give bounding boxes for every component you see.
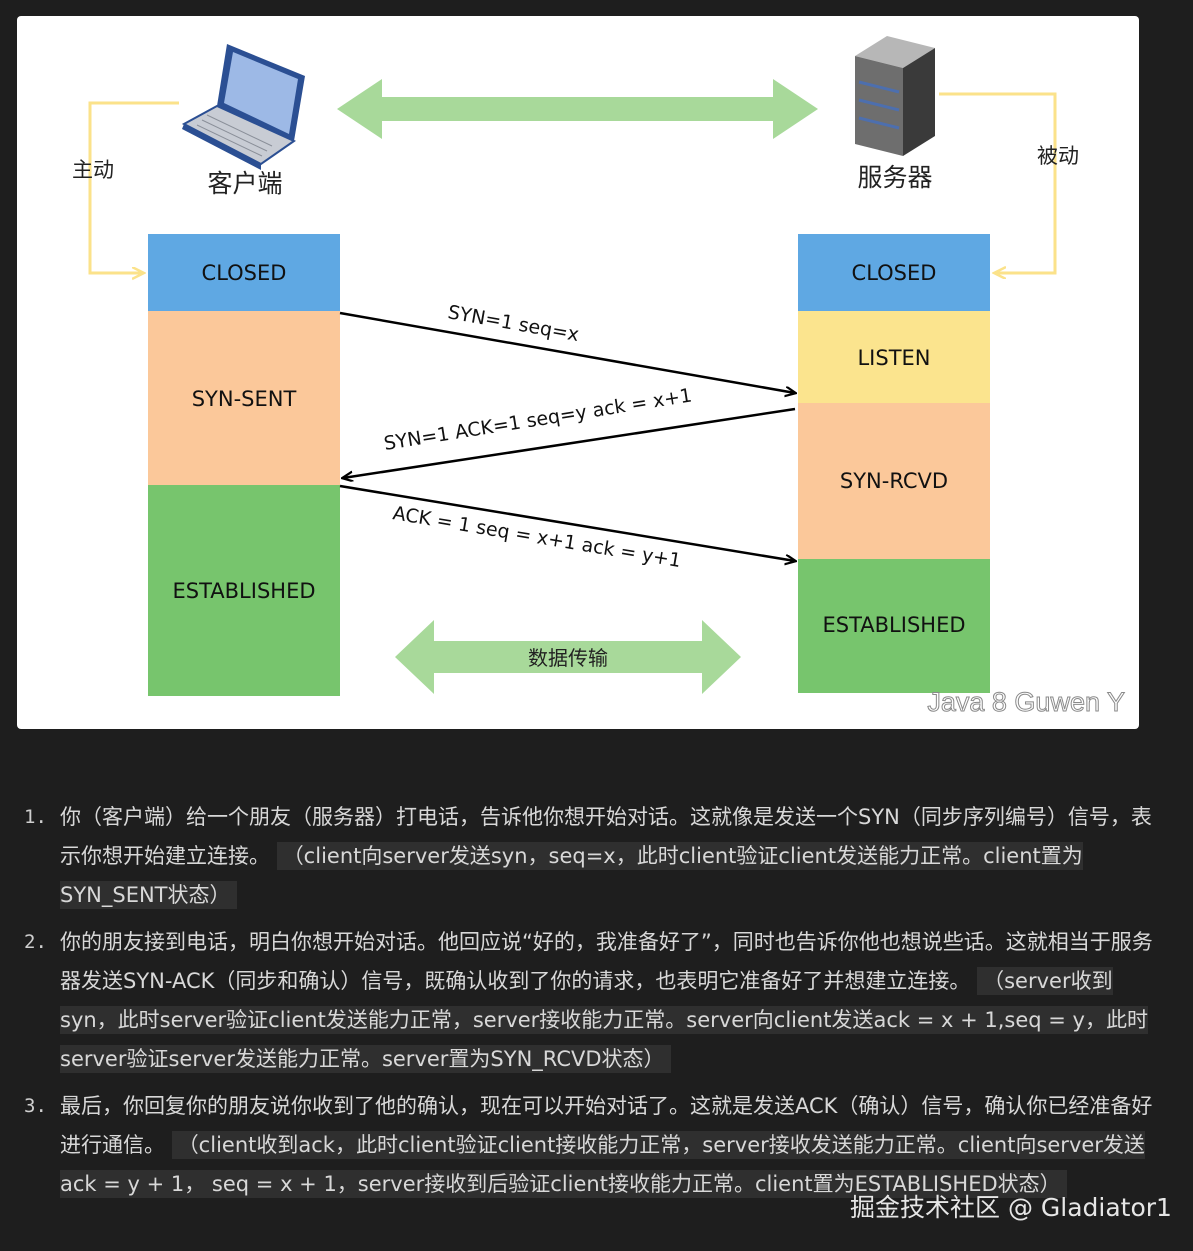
step-text: 你的朋友接到电话，明白你想开始对话。他回应说“好的，我准备好了”，同时也告诉你他… — [60, 930, 1153, 993]
top-double-arrow — [337, 79, 818, 139]
client-label: 客户端 — [207, 169, 282, 198]
server-state-syn-rcvd-box — [798, 403, 990, 559]
ack-arrow — [339, 484, 795, 561]
passive-bracket — [939, 92, 1057, 273]
client-state-established-box — [148, 485, 340, 696]
server-state-listen: LISTEN — [857, 346, 930, 370]
server-state-closed-box — [798, 234, 990, 311]
data-transfer-arrow — [395, 620, 741, 694]
client-state-closed: CLOSED — [202, 261, 287, 285]
active-label: 主动 — [72, 158, 114, 182]
syn-arrow — [339, 311, 795, 393]
list-item: 3. 最后，你回复你的朋友说你收到了他的确认，现在可以开始对话了。这就是发送AC… — [24, 1087, 1154, 1204]
server-label: 服务器 — [857, 163, 932, 192]
server-state-syn-rcvd: SYN-RCVD — [840, 469, 948, 493]
syn-ack-arrow — [343, 407, 796, 478]
watermark: Java 8 Guwen Y — [927, 687, 1125, 717]
step-number: 1. — [24, 806, 47, 828]
step-text: 你（客户端）给一个朋友（服务器）打电话，告诉他你想开始对话。这就像是发送一个SY… — [60, 805, 1152, 868]
laptop-icon — [181, 44, 305, 170]
client-state-established: ESTABLISHED — [172, 579, 315, 603]
tcp-handshake-diagram: 客户端 服务器 主动 被动 CLOSED SYN-SENT ESTABLISHE… — [17, 16, 1139, 729]
list-item: 1. 你（客户端）给一个朋友（服务器）打电话，告诉他你想开始对话。这就像是发送一… — [24, 798, 1154, 915]
client-state-syn-sent: SYN-SENT — [192, 387, 297, 411]
server-state-listen-box — [798, 311, 990, 403]
active-bracket — [88, 101, 179, 273]
server-state-established-box — [798, 559, 990, 693]
diagram-canvas: 客户端 服务器 主动 被动 CLOSED SYN-SENT ESTABLISHE… — [72, 36, 1126, 718]
syn-ack-message: SYN=1 ACK=1 seq=y ack = x+1 — [382, 384, 693, 454]
ack-message: ACK = 1 seq = x+1 ack = y+1 — [391, 502, 682, 572]
step-number: 3. — [24, 1095, 47, 1117]
footer-watermark: 掘金技术社区 @ Gladiator1 — [850, 1193, 1172, 1222]
step-text: 最后，你回复你的朋友说你收到了他的确认，现在可以开始对话了。这就是发送ACK（确… — [60, 1094, 1153, 1157]
list-item: 2. 你的朋友接到电话，明白你想开始对话。他回应说“好的，我准备好了”，同时也告… — [24, 923, 1154, 1079]
passive-label: 被动 — [1037, 144, 1079, 168]
syn-message: SYN=1 seq=x — [446, 301, 581, 346]
step-number: 2. — [24, 931, 47, 953]
server-state-established: ESTABLISHED — [822, 613, 965, 637]
client-state-syn-sent-box — [148, 311, 340, 485]
server-state-closed: CLOSED — [852, 261, 937, 285]
client-state-closed-box — [148, 234, 340, 311]
data-transfer-label: 数据传输 — [528, 646, 608, 670]
step-list: 1. 你（客户端）给一个朋友（服务器）打电话，告诉他你想开始对话。这就像是发送一… — [24, 798, 1154, 1212]
server-icon — [855, 36, 935, 156]
